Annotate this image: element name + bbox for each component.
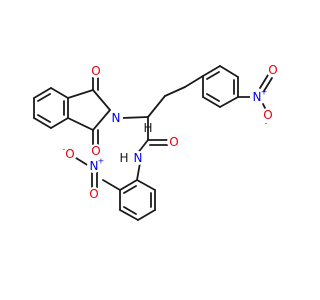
atom-oxygen-nitro-2-double: O <box>89 187 98 201</box>
atom-oxygen-imide-bottom: O <box>91 144 100 158</box>
phthalimide-benzene-ring <box>33 87 69 129</box>
atom-oxygen-nitro-1-single: O <box>263 108 272 122</box>
atom-nitrogen-amide: N <box>134 151 143 165</box>
structure-svg: O O N H O H N N + O O - N + O O - <box>33 63 280 221</box>
atom-hydrogen-amide: H <box>119 151 128 165</box>
atom-oxygen-nitro-1-double: O <box>268 63 277 77</box>
charge-minus-nitro-2: - <box>63 145 66 154</box>
atom-labels: O O N H O H N N + O O - N + O O - <box>63 63 280 201</box>
charge-minus-nitro-1: - <box>265 119 268 128</box>
molecule-diagram: O O N H O H N N + O O - N + O O - <box>33 63 280 221</box>
nitro-group-2-bonds <box>75 157 98 189</box>
atom-nitrogen-nitro-2: N <box>90 159 99 173</box>
atom-oxygen-amide: O <box>169 135 178 149</box>
backbone-bonds <box>121 86 186 181</box>
bonds <box>33 65 273 221</box>
atom-nitrogen-imide: N <box>112 111 121 125</box>
charge-plus-nitro-1: + <box>261 88 268 97</box>
imide-ring <box>67 74 111 147</box>
atom-oxygen-imide-top: O <box>91 64 100 78</box>
charge-plus-nitro-2: + <box>98 157 105 166</box>
nitrophenyl-ring-bottom <box>102 179 156 221</box>
atom-oxygen-nitro-2-single: O <box>65 147 74 161</box>
nitrophenyl-ring-top <box>184 65 253 108</box>
atom-hydrogen-alpha: H <box>143 121 152 135</box>
atom-nitrogen-nitro-1: N <box>253 90 262 104</box>
